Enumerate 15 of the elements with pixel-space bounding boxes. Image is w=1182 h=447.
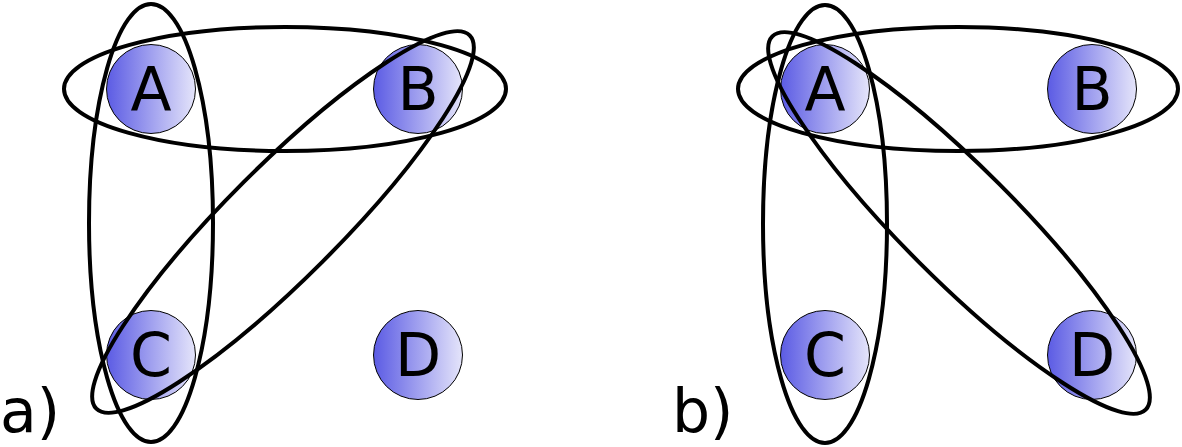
- vertex-label: A: [804, 59, 846, 119]
- vertex-label: B: [397, 59, 439, 119]
- vertex-circle: [780, 310, 870, 400]
- panel-label: b): [672, 381, 734, 441]
- vertex-label: B: [1071, 59, 1113, 119]
- vertex-circle: [373, 44, 463, 134]
- vertex-label: C: [130, 325, 172, 385]
- vertex-label: D: [1068, 325, 1116, 385]
- vertex-label: D: [394, 325, 442, 385]
- panel-label: a): [0, 381, 61, 441]
- vertex-label: A: [130, 59, 172, 119]
- vertex-circle: [106, 44, 196, 134]
- vertex-label: C: [804, 325, 846, 385]
- vertex-circle: [1047, 44, 1137, 134]
- vertex-circle: [106, 310, 196, 400]
